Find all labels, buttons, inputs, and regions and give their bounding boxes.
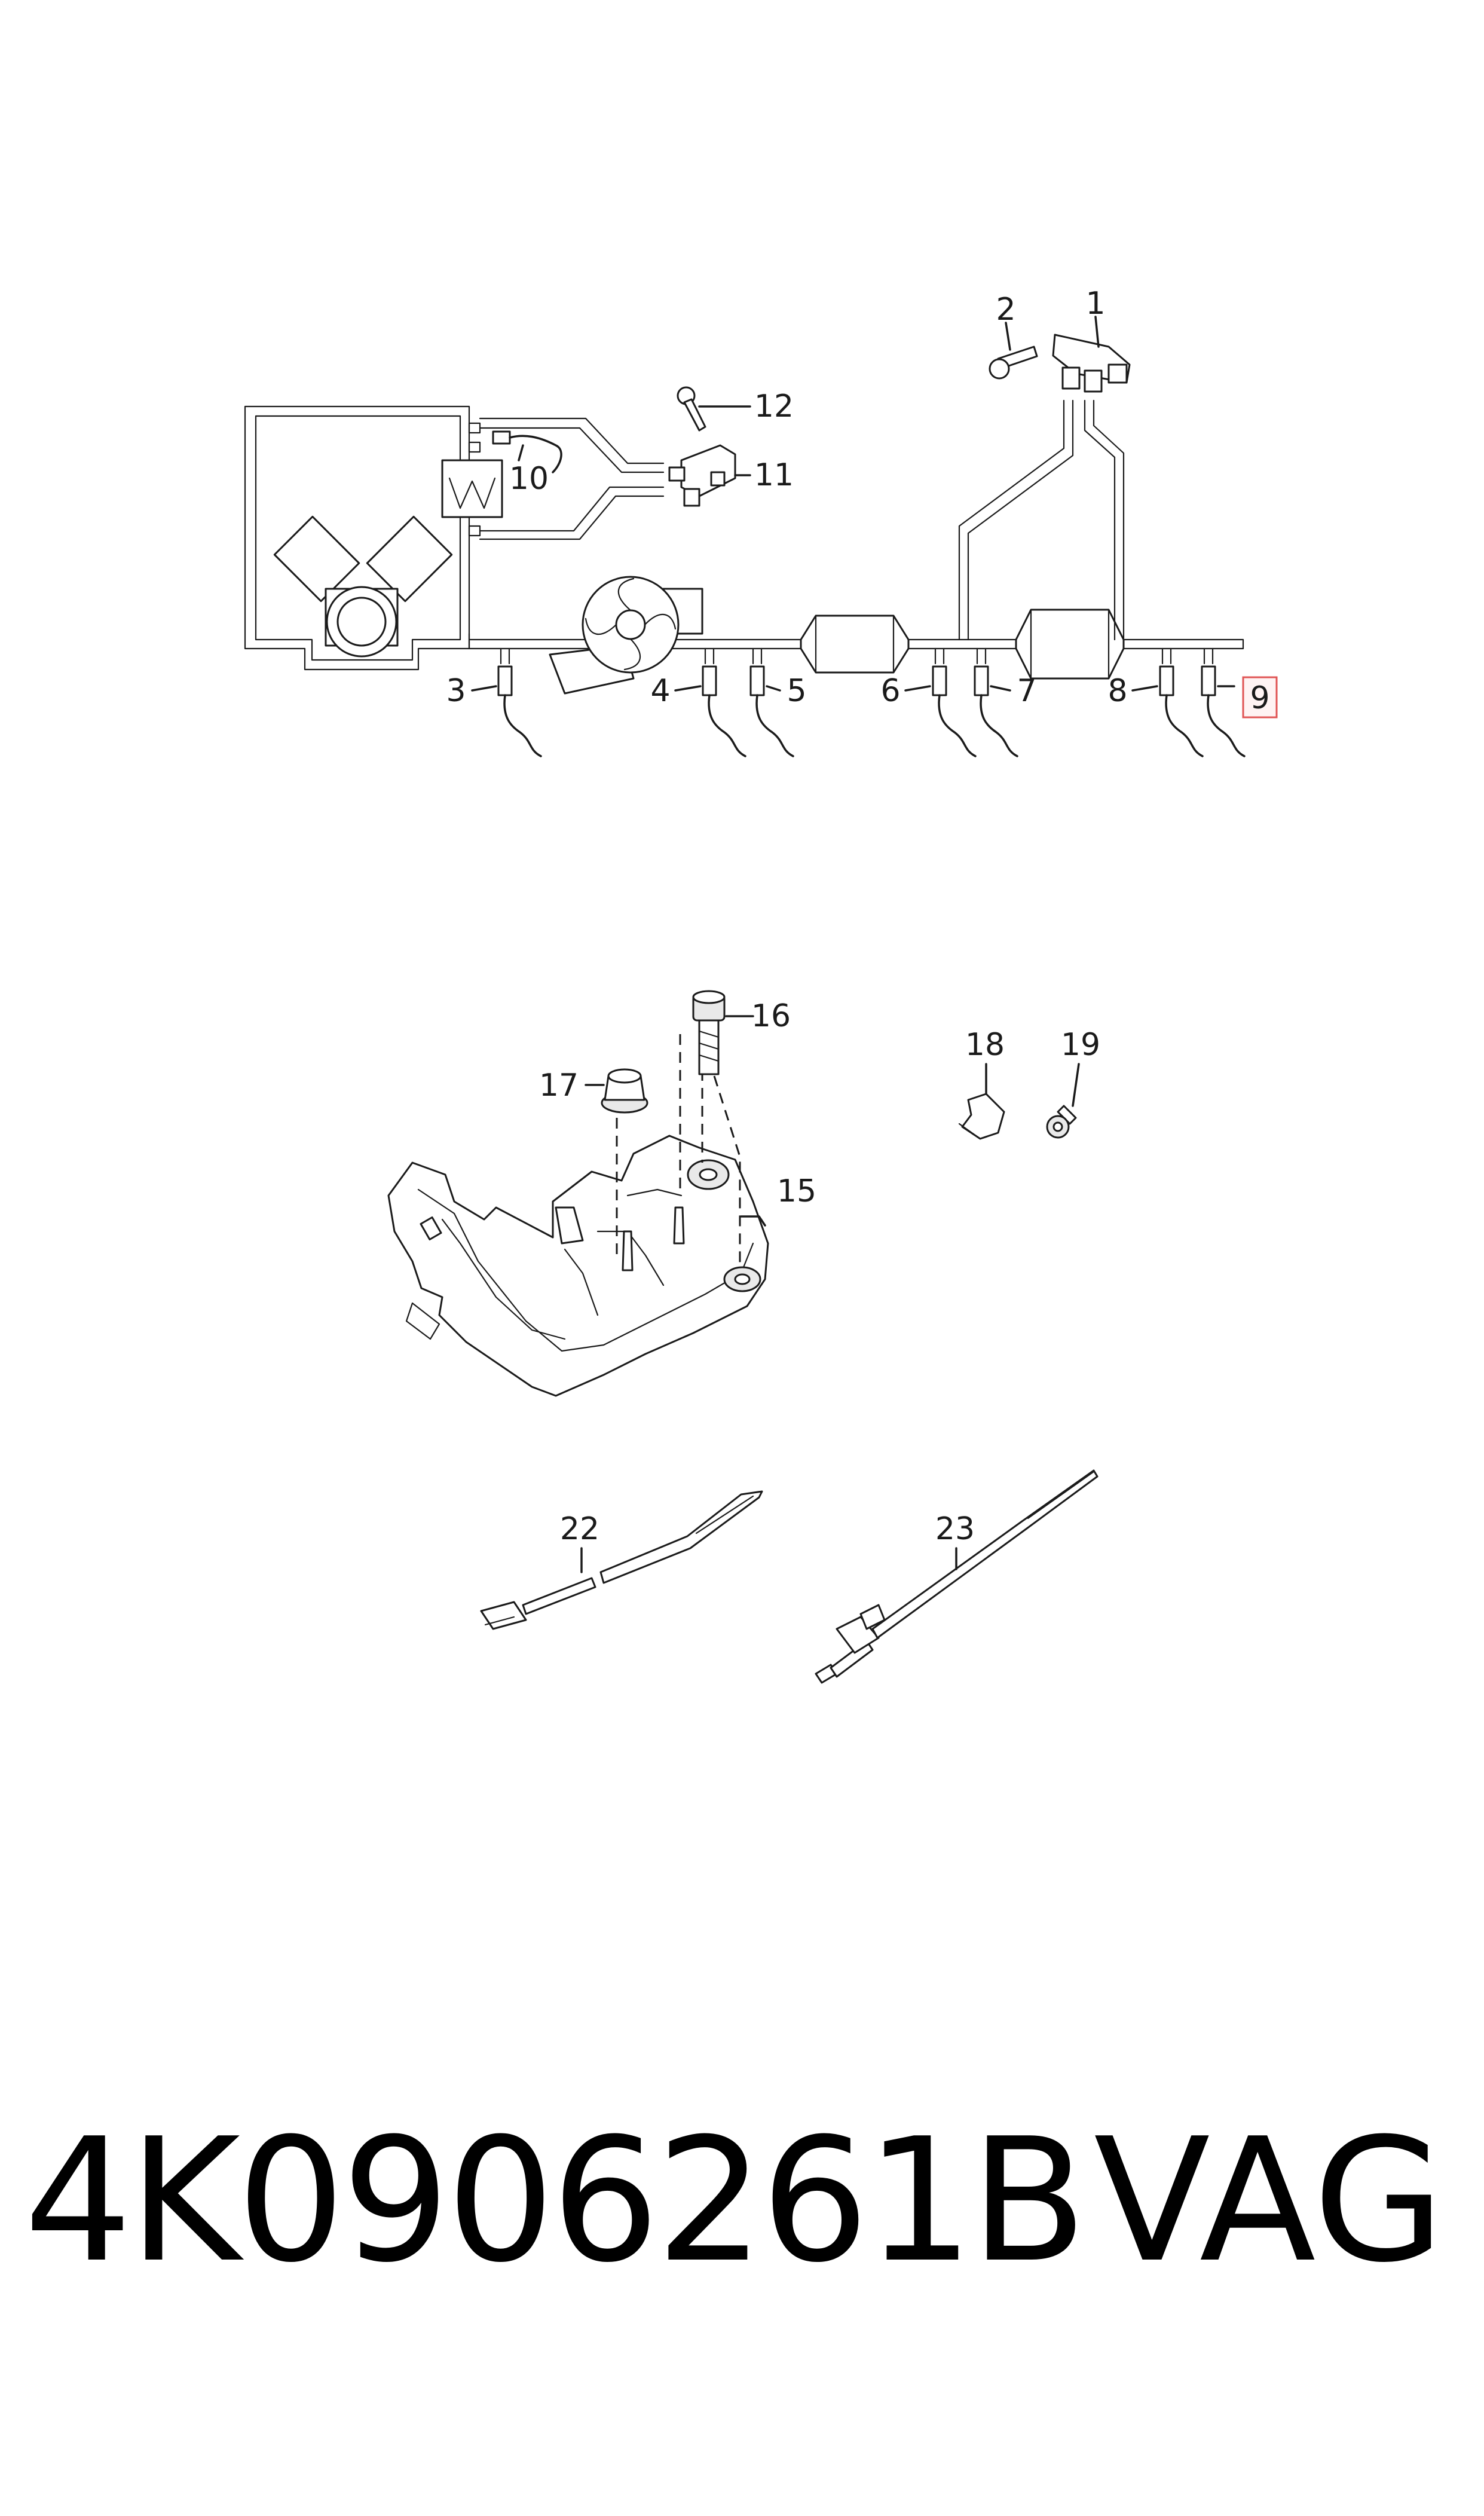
temperature-sensor-5 — [749, 665, 794, 757]
callout-7: 7 — [1017, 673, 1036, 709]
callout-9: 9 — [1250, 680, 1269, 716]
leader-lines-lower — [580, 1547, 957, 1573]
callout-23: 23 — [935, 1511, 975, 1547]
leader-lines-upper — [471, 316, 1235, 692]
temperature-sensor-6 — [932, 665, 977, 757]
leader-lines-middle — [585, 1015, 1080, 1227]
temperature-sensor-9 — [1201, 665, 1246, 757]
callout-8: 8 — [1107, 673, 1127, 709]
temperature-sensor-4 — [702, 665, 746, 757]
bolt-icon — [677, 386, 706, 432]
temperature-sensor-8 — [1159, 665, 1204, 757]
callout-1: 1 — [1085, 286, 1105, 322]
callout-11: 11 — [754, 457, 794, 493]
cap-screw-icon — [692, 990, 726, 1075]
screw-icon — [989, 346, 1038, 380]
mounting-bracket-icon — [387, 1034, 769, 1397]
turbocharger-icon — [549, 576, 703, 695]
flange-nut-icon — [601, 1068, 648, 1114]
callout-22: 22 — [560, 1511, 599, 1547]
wire-sensor-icon — [492, 430, 562, 473]
callout-16: 16 — [751, 998, 791, 1034]
temperature-sensor-3 — [497, 665, 542, 757]
callout-12: 12 — [754, 389, 794, 424]
clip-icon — [958, 1093, 1005, 1140]
footer: 4K0906261B VAG — [24, 2116, 1470, 2367]
callout-3: 3 — [446, 673, 466, 709]
callout-19: 19 — [1061, 1027, 1100, 1063]
callout-4: 4 — [650, 673, 670, 709]
cable-tie-22-icon — [480, 1490, 763, 1630]
part-number: 4K0906261B — [24, 2102, 1087, 2300]
self-tapping-screw-icon — [1046, 1105, 1077, 1139]
callout-18: 18 — [965, 1027, 1005, 1063]
callout-17: 17 — [539, 1068, 579, 1103]
callout-2: 2 — [996, 292, 1015, 328]
pressure-sensor-icon — [1052, 334, 1131, 393]
solenoid-valve-icon — [668, 444, 736, 507]
callout-6: 6 — [880, 673, 900, 709]
temperature-sensor-7 — [974, 665, 1018, 757]
catalytic-converter-icon — [800, 615, 910, 674]
brand-name: VAG — [1094, 2102, 1445, 2300]
cable-tie-23-icon — [815, 1469, 1099, 1684]
callout-15: 15 — [777, 1173, 816, 1209]
exhaust-system-schematic — [244, 399, 1244, 695]
engine-icon — [273, 515, 453, 658]
particulate-filter-icon — [1015, 609, 1125, 680]
callout-5: 5 — [787, 673, 806, 709]
callout-10: 10 — [509, 461, 549, 497]
callout-9-highlight — [1242, 676, 1278, 719]
